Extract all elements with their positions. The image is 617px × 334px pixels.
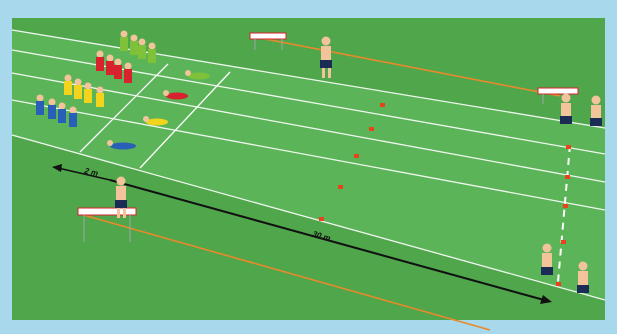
drill-diagram: 2 m 30 m: [0, 0, 617, 334]
field-illustration: 2 m 30 m: [0, 0, 617, 334]
